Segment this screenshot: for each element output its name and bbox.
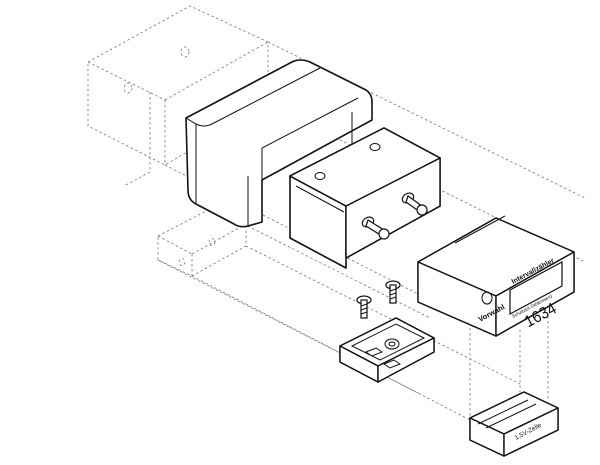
- screw-lower-left: [356, 295, 372, 319]
- interval-counter-module: 1634 Intervallzähler Vorwahl Schaltzeit …: [417, 215, 575, 337]
- screw-lower-right: [385, 280, 401, 304]
- screw-upper-right: [401, 192, 428, 216]
- housing-shell: [185, 59, 373, 228]
- base-clip: [339, 317, 435, 383]
- u-bracket: [289, 127, 441, 269]
- screw-upper-left: [361, 216, 390, 240]
- preset-button: [481, 291, 493, 305]
- battery-cell: 1,5V-Zelle: [469, 391, 559, 457]
